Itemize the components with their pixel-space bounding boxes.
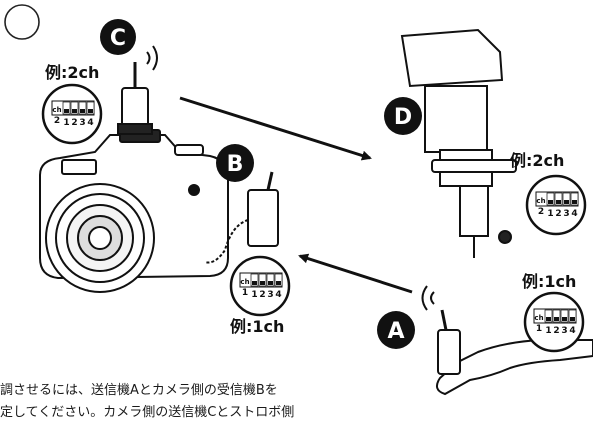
dip-ch-label-a: ch	[534, 314, 543, 322]
dip-number-b-1: 1	[251, 290, 257, 300]
dip-switch-a-3	[560, 309, 569, 323]
dip-switch-lever-b-3	[268, 281, 273, 285]
marker-d: D	[384, 97, 422, 135]
dip-ch-number-c: 2	[54, 116, 60, 126]
hand-transmitter-a	[435, 309, 593, 396]
dip-switch-lever-a-2	[554, 317, 559, 321]
dip-number-c-4: 4	[87, 118, 93, 128]
dip-switch-b-2	[258, 273, 267, 287]
arrow-a-to-b	[298, 253, 413, 294]
dip-ch-label-c: ch	[52, 106, 61, 114]
dip-switch-lever-d-3	[564, 200, 569, 204]
dip-number-c-3: 3	[79, 118, 85, 128]
dip-switch-c-3	[78, 101, 87, 115]
receiver-b	[204, 171, 279, 264]
dip-switch-d-2	[554, 192, 563, 206]
dip-switch-d-1	[546, 192, 555, 206]
dip-number-d-4: 4	[571, 209, 577, 219]
marker-b-letter: B	[227, 152, 244, 177]
dip-switch-lever-b-4	[276, 281, 281, 285]
dip-number-b-2: 2	[259, 290, 265, 300]
marker-d-letter: D	[394, 105, 412, 130]
caption-line-2: 定してください。カメラ側の送信機Cとストロボ側	[0, 405, 295, 420]
dip-switch-b-4	[274, 273, 283, 287]
channel-label-d: 例:2ch	[510, 151, 564, 170]
dip-switch-lever-d-2	[556, 200, 561, 204]
dip-switch-lever-c-1	[64, 109, 69, 113]
empty-circle	[4, 4, 40, 40]
dip-ch-label-b: ch	[240, 278, 249, 286]
dip-switch-lever-b-1	[252, 281, 257, 285]
dip-switch-lever-b-2	[260, 281, 265, 285]
channel-label-b: 例:1ch	[230, 317, 284, 336]
dip-number-b-3: 3	[267, 290, 273, 300]
dip-switch-lever-c-4	[88, 109, 93, 113]
marker-b: B	[216, 144, 254, 182]
dip-number-c-1: 1	[63, 118, 69, 128]
dip-ch-number-d: 2	[538, 207, 544, 217]
dip-number-c-2: 2	[71, 118, 77, 128]
dip-number-a-4: 4	[569, 326, 575, 336]
camera-illustration	[39, 129, 229, 293]
marker-a-letter: A	[387, 319, 404, 344]
channel-label-a: 例:1ch	[522, 272, 576, 291]
dip-switch-lever-c-3	[80, 109, 85, 113]
dip-switch-lever-d-4	[572, 200, 577, 204]
channel-label-c: 例:2ch	[45, 63, 99, 82]
dip-switch-a-1	[544, 309, 553, 323]
dip-switch-lever-a-3	[562, 317, 567, 321]
dip-ch-number-b: 1	[242, 288, 248, 298]
dip-switch-b-3	[266, 273, 275, 287]
dip-switch-b-1	[250, 273, 259, 287]
marker-c-letter: C	[110, 26, 126, 51]
dip-ch-number-a: 1	[536, 324, 542, 334]
dip-switch-lever-a-4	[570, 317, 575, 321]
signal-waves-c	[146, 45, 158, 71]
dip-number-a-3: 3	[561, 326, 567, 336]
dip-number-d-3: 3	[563, 209, 569, 219]
dip-number-a-1: 1	[545, 326, 551, 336]
marker-a: A	[377, 311, 415, 349]
dip-switch-lever-d-1	[548, 200, 553, 204]
dip-switch-c-1	[62, 101, 71, 115]
dip-switch-lever-a-1	[546, 317, 551, 321]
dip-ch-label-d: ch	[536, 197, 545, 205]
dip-number-d-1: 1	[547, 209, 553, 219]
marker-c: C	[100, 19, 136, 55]
dip-switch-d-4	[570, 192, 579, 206]
signal-waves-a	[421, 285, 435, 311]
dip-switch-a-2	[552, 309, 561, 323]
flash-unit	[400, 28, 517, 258]
arrow-c-to-d	[179, 96, 372, 161]
dip-number-b-4: 4	[275, 290, 281, 300]
dip-switch-a-4	[568, 309, 577, 323]
dip-number-a-2: 2	[553, 326, 559, 336]
dip-switch-d-3	[562, 192, 571, 206]
caption-line-1: 調させるには、送信機Aとカメラ側の受信機Bを	[0, 383, 278, 398]
dip-switch-c-2	[70, 101, 79, 115]
dip-switch-lever-c-2	[72, 109, 77, 113]
dip-switch-c-4	[86, 101, 95, 115]
transmitter-c	[117, 62, 153, 135]
dip-number-d-2: 2	[555, 209, 561, 219]
